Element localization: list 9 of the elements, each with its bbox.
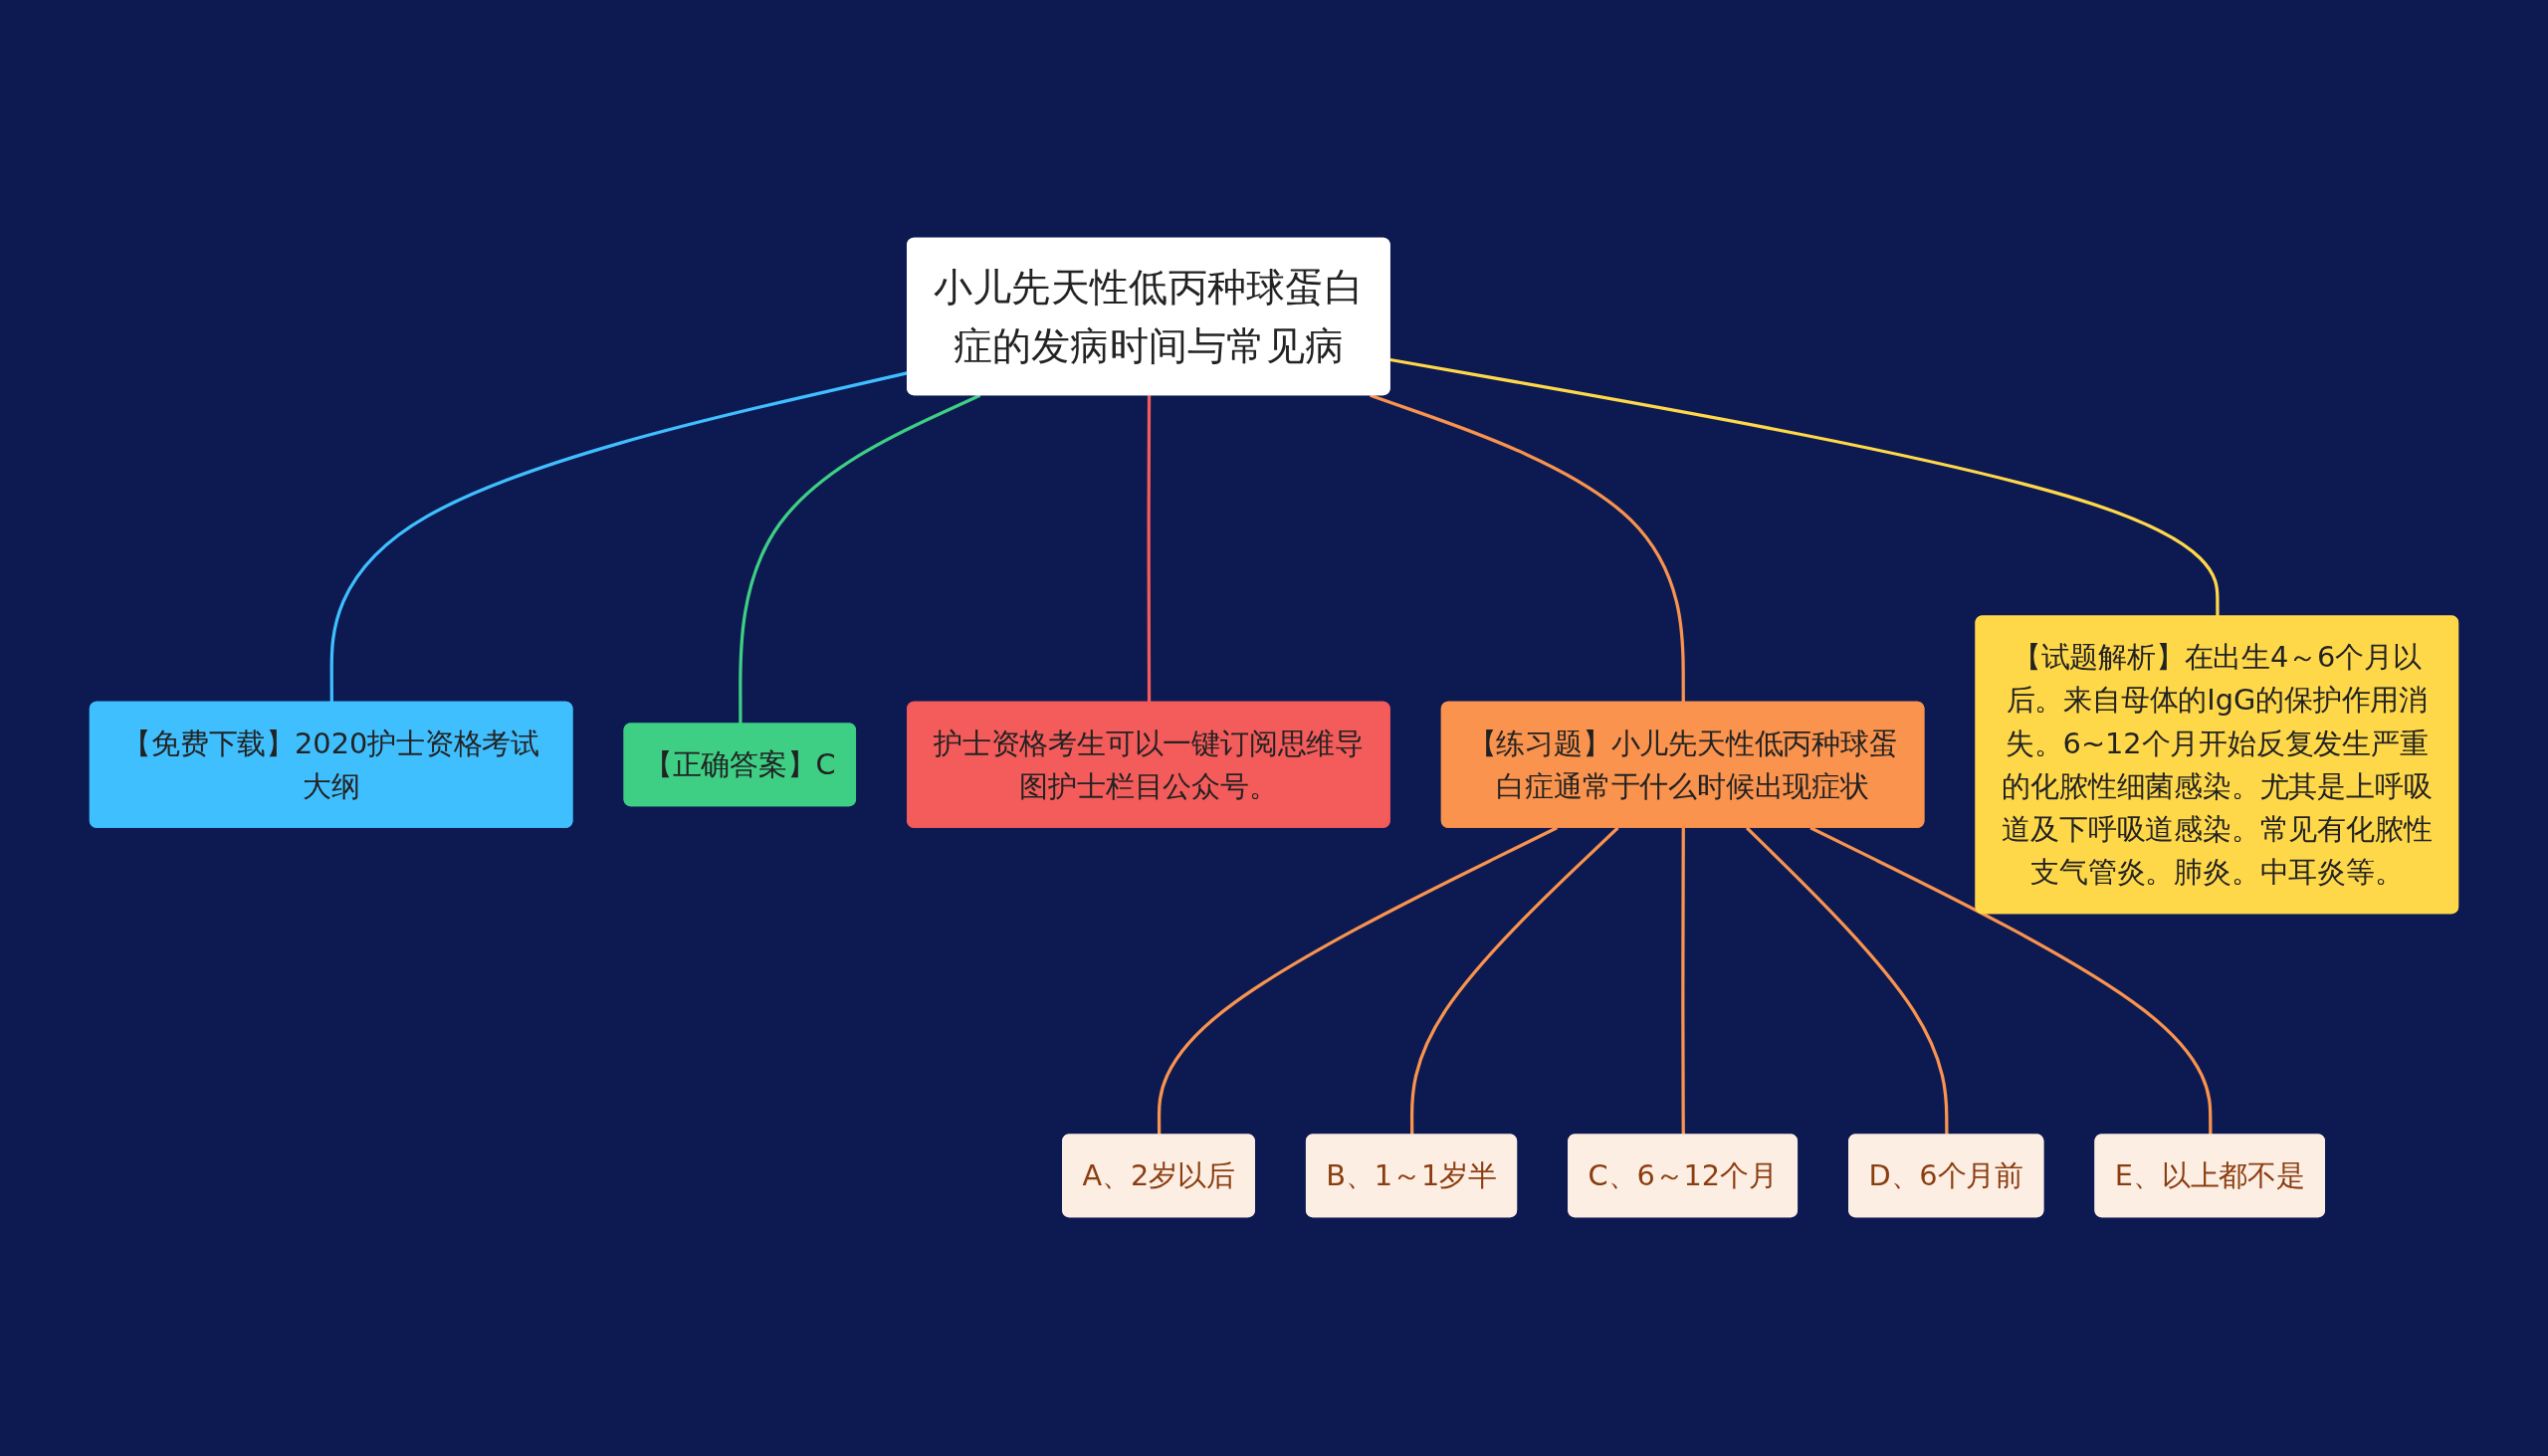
connector (1745, 827, 1949, 1137)
connector (1389, 358, 2220, 618)
connector (1681, 828, 1685, 1137)
connector (1147, 395, 1152, 704)
connector (739, 394, 981, 726)
connector (1409, 827, 1619, 1137)
connector (1157, 826, 1558, 1137)
connector (1370, 394, 1685, 704)
connector (1809, 826, 2213, 1137)
